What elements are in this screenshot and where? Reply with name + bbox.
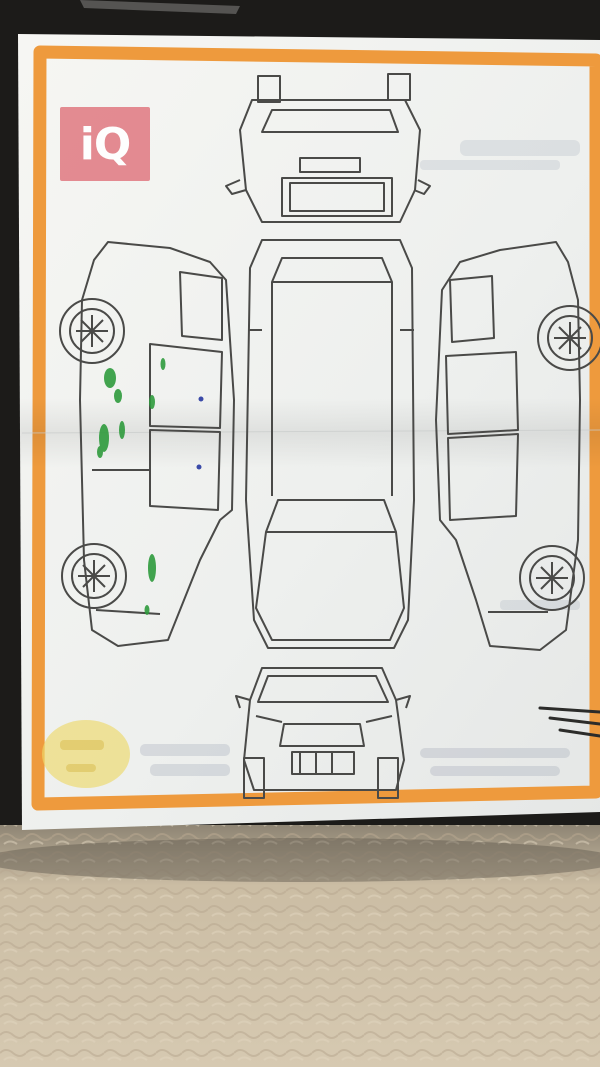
top-glare — [80, 0, 240, 14]
car-rear-view — [225, 73, 431, 223]
orange-border — [31, 45, 600, 811]
car-right-side-view — [435, 241, 600, 651]
inspection-sheet — [18, 34, 600, 830]
yellow-stamp — [42, 720, 130, 788]
blue-ink-dots — [196, 396, 204, 470]
car-left-side-view — [59, 241, 235, 647]
wheel-details — [76, 315, 586, 594]
car-front-view — [235, 667, 411, 799]
pen-strokes — [538, 706, 600, 738]
watermark-logo: iQ — [60, 107, 150, 181]
faint-background-print — [420, 140, 580, 610]
faint-footer-print — [140, 744, 570, 776]
car-diagram — [59, 73, 600, 799]
green-damage-marks — [97, 358, 166, 615]
carpet — [0, 825, 600, 1067]
car-roof-view — [245, 239, 415, 649]
